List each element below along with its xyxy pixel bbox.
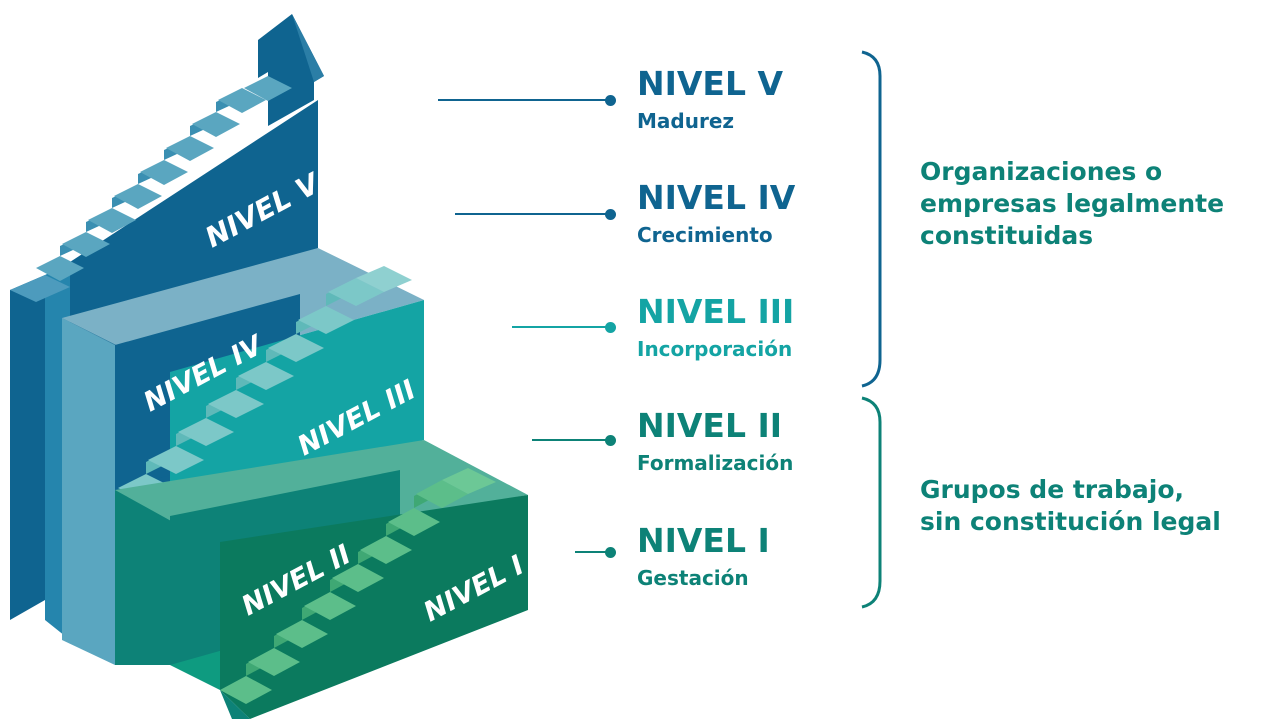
level-i-subtitle: Gestación	[637, 566, 749, 590]
level-iv-title: NIVEL IV	[637, 178, 796, 217]
connector-line-iii	[512, 326, 610, 328]
level-v-title: NIVEL V	[637, 64, 784, 103]
bracket-informal	[861, 396, 882, 609]
connector-dot-i	[605, 547, 616, 558]
arrow-side	[292, 14, 324, 82]
level-ii-title: NIVEL II	[637, 406, 783, 445]
connector-line-v	[438, 99, 610, 101]
level-v-steps	[36, 76, 292, 281]
connector-line-i	[575, 551, 610, 553]
connector-dot-iii	[605, 322, 616, 333]
connector-dot-ii	[605, 435, 616, 446]
level-i-steps	[220, 468, 496, 704]
connector-dot-v	[605, 95, 616, 106]
arrow-up-icon	[258, 14, 324, 126]
group-legal-text: Organizaciones o empresas legalmente con…	[920, 157, 1225, 250]
level-v-subtitle: Madurez	[637, 109, 735, 133]
connector-line-ii	[532, 439, 610, 441]
level-ii-subtitle: Formalización	[637, 451, 794, 475]
group-informal-text: Grupos de trabajo, sin constitución lega…	[920, 475, 1221, 536]
bracket-legal	[861, 50, 882, 388]
connector-line-iv	[455, 213, 610, 215]
level-ii-left-face	[115, 490, 170, 665]
pillar-left-face	[10, 275, 45, 620]
level-iv-subtitle: Crecimiento	[637, 223, 773, 247]
connector-dot-iv	[605, 209, 616, 220]
level-iii-subtitle: Incorporación	[637, 337, 793, 361]
staircase-illustration: NIVEL V NIVEL IV NIVEL III NIVEL II NIVE…	[10, 14, 529, 719]
stairs-bottom-edge	[220, 690, 250, 719]
level-iii-title: NIVEL III	[637, 292, 795, 331]
level-i-title: NIVEL I	[637, 521, 770, 560]
level-v-top	[10, 275, 70, 302]
level-iv-left-face	[62, 318, 115, 665]
